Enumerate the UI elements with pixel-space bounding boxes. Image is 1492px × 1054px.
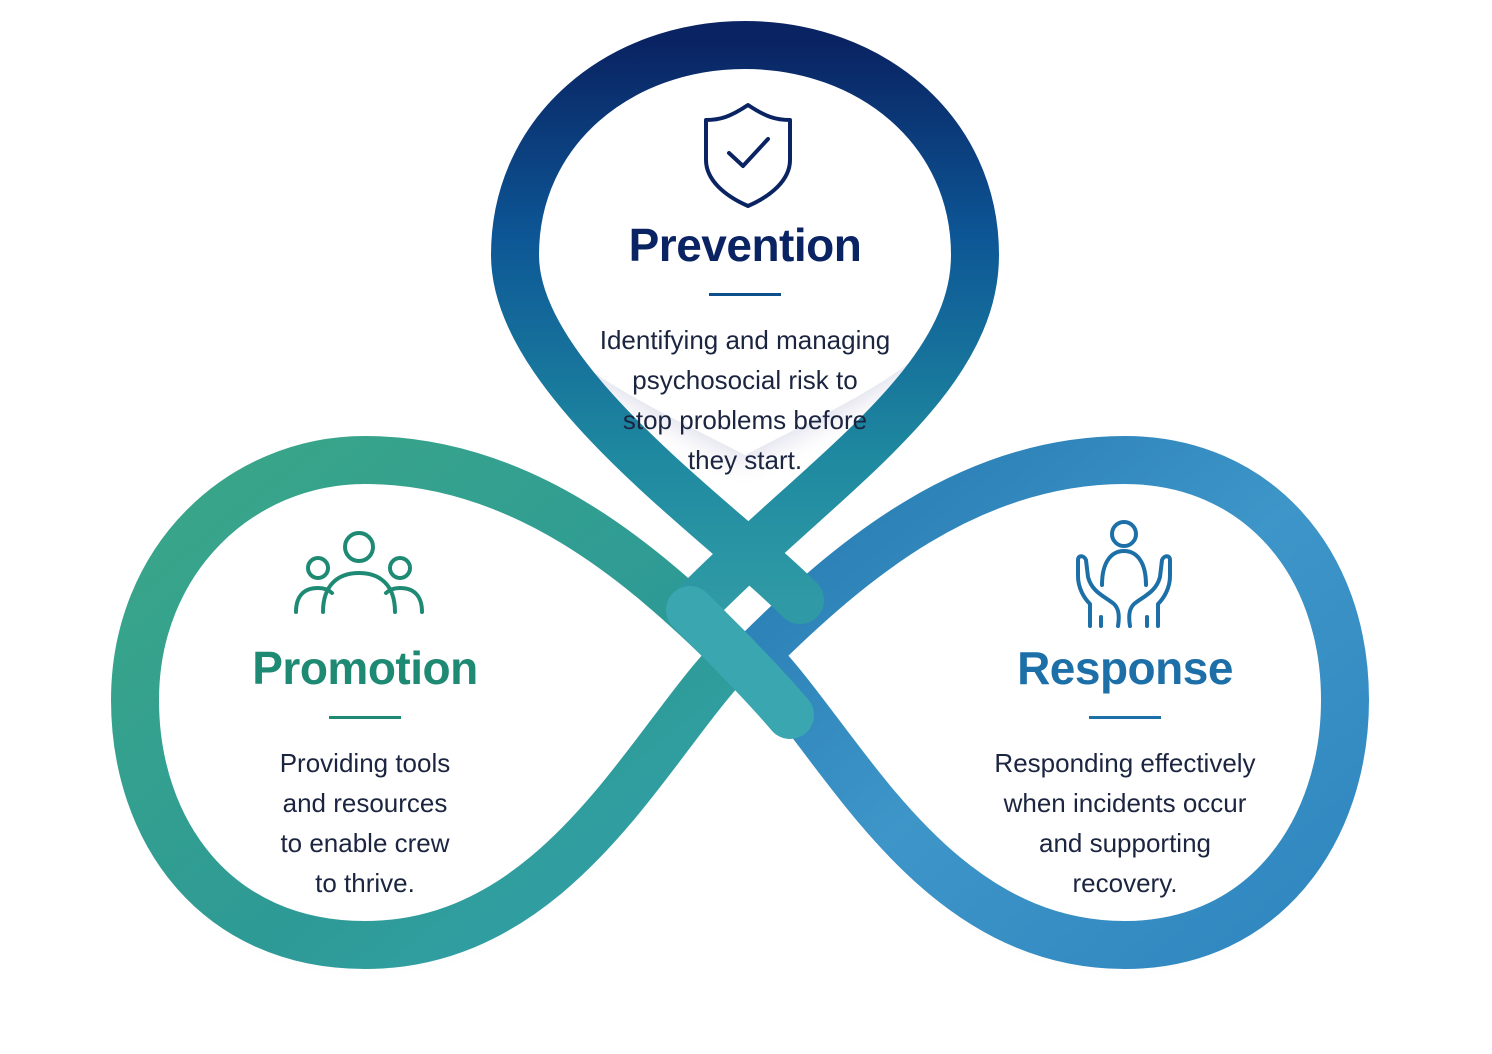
- ribbon-left-lobe: [111, 436, 759, 969]
- prevention-line: psychosocial risk to: [632, 364, 858, 395]
- promotion-title: Promotion: [252, 642, 478, 694]
- promotion-line: and resources: [282, 787, 448, 818]
- response-line: Responding effectively: [994, 747, 1256, 778]
- promotion-panel: Promotion Providing tools and resources …: [185, 643, 545, 903]
- ribbon-top-lobe: [491, 21, 999, 624]
- response-line: recovery.: [1072, 867, 1178, 898]
- prevention-description: Identifying and managing psychosocial ri…: [545, 320, 945, 480]
- prevention-line: stop problems before: [622, 404, 868, 435]
- prevention-panel: Prevention Identifying and managing psyc…: [545, 220, 945, 480]
- response-line: and supporting: [1038, 827, 1212, 858]
- lobe-fill-top: [515, 45, 975, 455]
- ribbon-crossing: [666, 586, 814, 739]
- shield-check-icon: [704, 103, 792, 208]
- response-divider: [1089, 715, 1161, 719]
- hands-holding-person-icon: [1076, 520, 1172, 628]
- promotion-line: Providing tools: [279, 747, 451, 778]
- prevention-title: Prevention: [628, 219, 862, 271]
- promotion-line: to thrive.: [315, 867, 415, 898]
- prevention-line: they start.: [687, 444, 803, 475]
- ribbon-right-lobe: [731, 436, 1369, 969]
- promotion-description: Providing tools and resources to enable …: [185, 743, 545, 903]
- response-title: Response: [1017, 642, 1233, 694]
- response-description: Responding effectively when incidents oc…: [945, 743, 1305, 903]
- response-panel: Response Responding effectively when inc…: [945, 643, 1305, 903]
- prevention-line: Identifying and managing: [599, 324, 891, 355]
- people-group-icon: [294, 531, 424, 614]
- promotion-line: to enable crew: [280, 827, 450, 858]
- response-line: when incidents occur: [1003, 787, 1247, 818]
- prevention-divider: [709, 292, 781, 296]
- promotion-divider: [329, 715, 401, 719]
